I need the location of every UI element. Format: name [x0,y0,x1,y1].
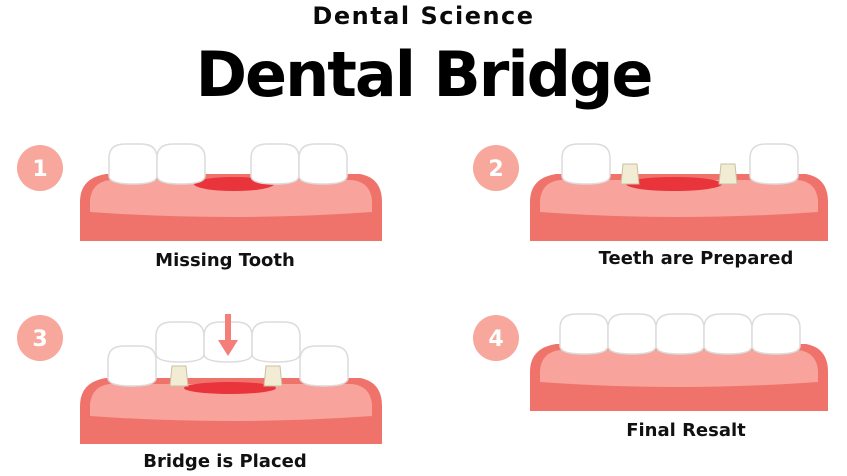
down-arrow-icon [218,314,238,356]
gap-socket [626,177,722,191]
prepared-post [620,163,738,185]
page-title: Dental Bridge [195,38,654,111]
step-3-illustration: 3 [17,314,382,444]
step-badge: 1 [17,145,63,191]
step-number: 1 [32,157,47,182]
step-number: 4 [488,327,503,352]
step-2-illustration: 2 [473,143,828,241]
step-3-panel: 3 Bridge is Placed [10,308,410,472]
step-1-illustration: 1 [17,143,382,241]
gap-socket [184,382,276,394]
tooth [559,313,801,355]
step-badge: 3 [17,315,63,361]
gum [80,378,382,444]
step-label: Bridge is Placed [143,451,307,472]
gum [530,174,828,241]
tooth [107,345,349,387]
step-number: 2 [488,157,503,182]
step-badge: 4 [473,315,519,361]
tooth [561,143,799,185]
step-label: Missing Tooth [155,250,295,271]
page-subtitle: Dental Science [312,2,535,30]
step-number: 3 [32,327,47,352]
step-4-illustration: 4 [473,313,828,411]
prepared-post [169,365,283,387]
step-2-panel: 2 Teeth are Prepared [466,138,847,288]
gum [80,174,382,241]
step-label: Teeth are Prepared [598,248,794,269]
gum [530,344,828,411]
bridge [155,321,301,363]
step-1-panel: 1 Missing Tooth [10,138,410,288]
tooth [108,143,348,185]
step-4-panel: 4 Final Resalt [466,308,847,458]
step-badge: 2 [473,145,519,191]
step-label: Final Resalt [626,420,746,441]
